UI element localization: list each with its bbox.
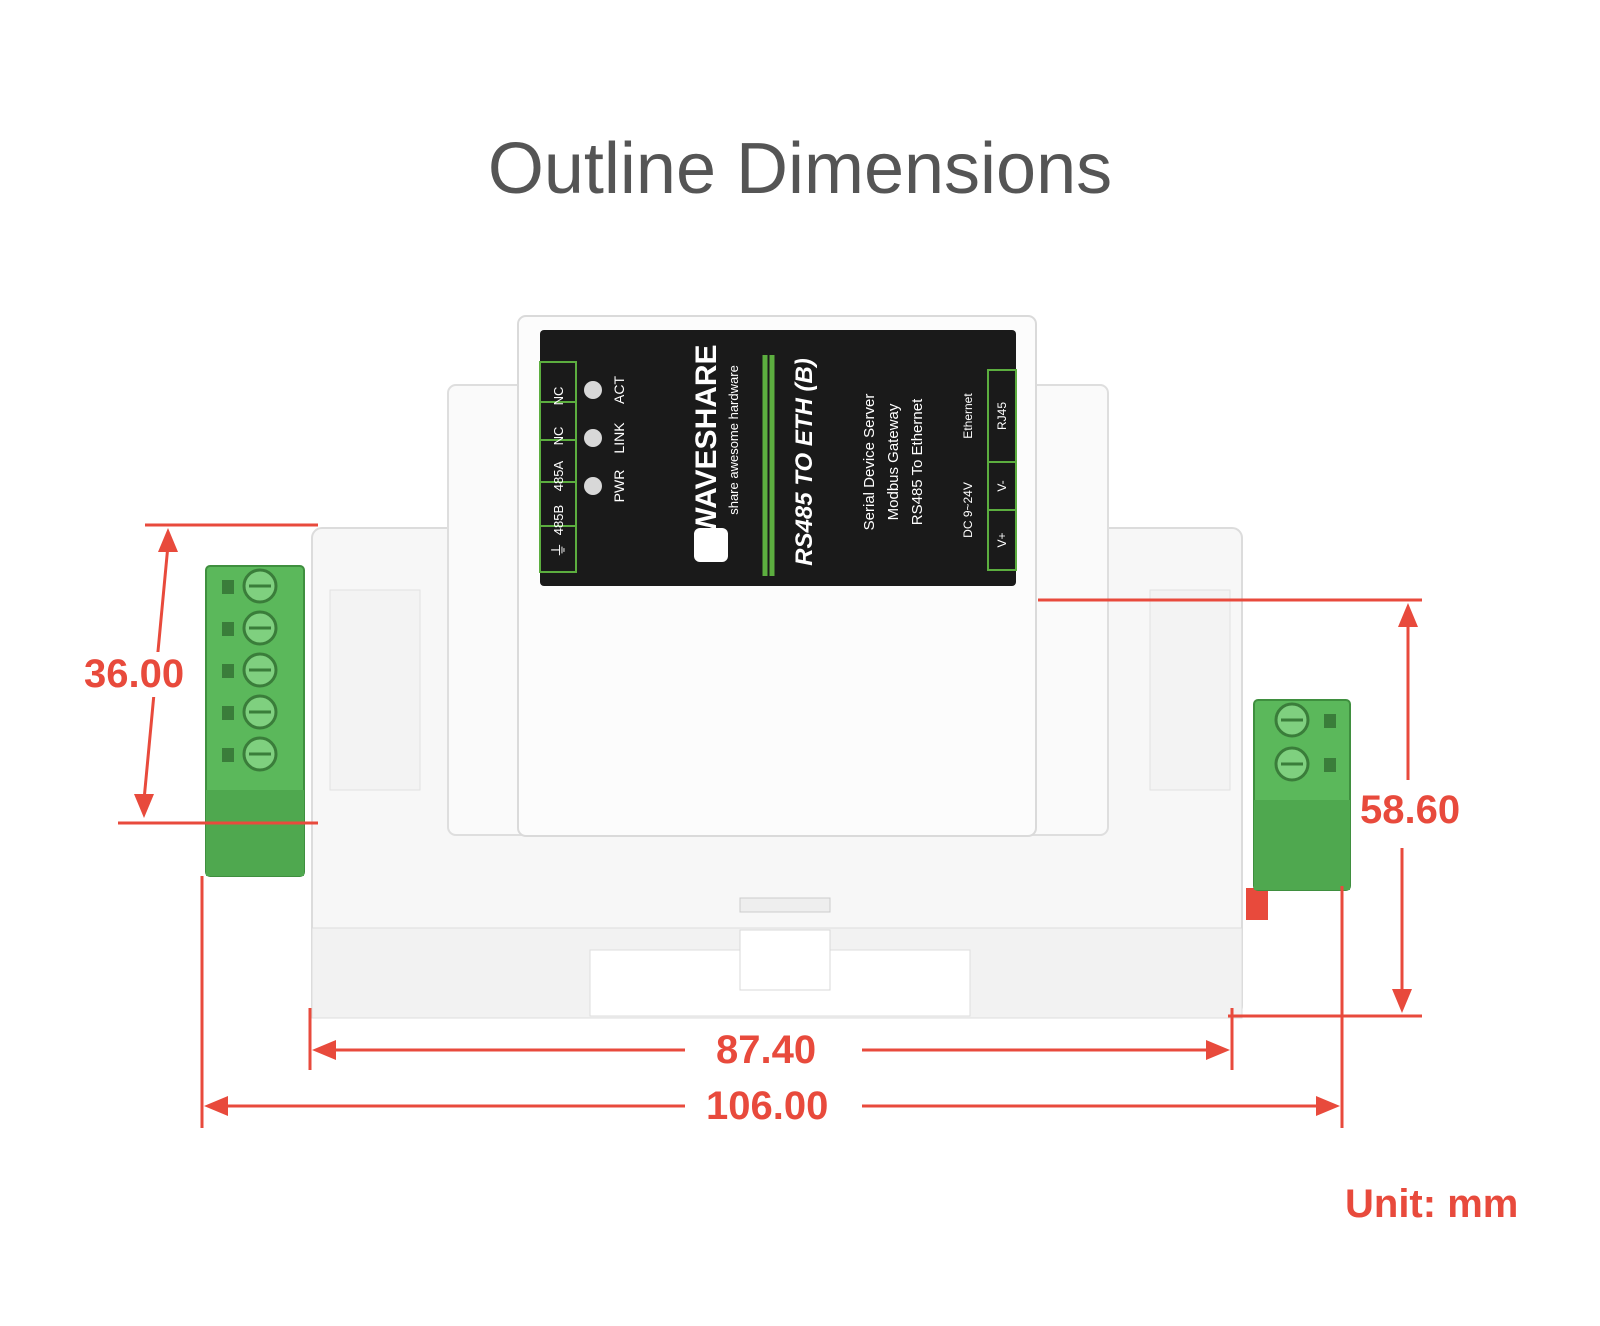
- desc-line-1: Serial Device Server: [861, 394, 878, 531]
- dimension-label-87: 87.40: [710, 1028, 823, 1073]
- arrowhead-106-left: [204, 1096, 228, 1116]
- arrowhead-58-bottom: [1392, 989, 1412, 1013]
- arrowhead-58-top: [1398, 603, 1418, 627]
- brand-name: WAVESHARE: [690, 344, 723, 535]
- pin-label-nc-1: NC: [551, 387, 566, 406]
- left-terminal-block: [205, 565, 305, 877]
- waveshare-logo-icon: [694, 528, 728, 562]
- act-led-icon: [584, 381, 602, 399]
- device-housing: [311, 315, 1243, 1019]
- unit-label: Unit: mm: [1345, 1182, 1519, 1226]
- dimension-lines: [118, 523, 1422, 1128]
- pwr-led-icon: [584, 477, 602, 495]
- pin-label-485b: 485B: [551, 505, 566, 535]
- model-name: RS485 TO ETH (B): [791, 358, 818, 566]
- pin-label-485a: 485A: [551, 460, 566, 491]
- right-terminal-block: [1246, 699, 1351, 920]
- pin-label-v-minus: V-: [995, 480, 1009, 491]
- label-ethernet: Ethernet: [961, 393, 975, 439]
- arrowhead-36-bottom: [134, 794, 154, 818]
- pin-label-v-plus: V+: [995, 532, 1009, 547]
- pin-label-nc-2: NC: [551, 427, 566, 446]
- pin-label-rj45: RJ45: [995, 402, 1009, 430]
- link-led-icon: [584, 429, 602, 447]
- dimension-label-106: 106.00: [700, 1084, 835, 1129]
- led-label-pwr: PWR: [611, 470, 627, 503]
- brand-slogan: share awesome hardware: [726, 365, 741, 515]
- dimension-label-58: 58.60: [1354, 788, 1467, 833]
- dimension-label-36: 36.00: [78, 652, 191, 697]
- arrowhead-87-right: [1206, 1040, 1230, 1060]
- arrowhead-87-left: [312, 1040, 336, 1060]
- led-label-act: ACT: [611, 376, 627, 404]
- led-label-link: LINK: [611, 422, 627, 454]
- page-title: Outline Dimensions: [487, 129, 1113, 209]
- desc-line-3: RS485 To Ethernet: [909, 398, 926, 525]
- arrowhead-106-right: [1316, 1096, 1340, 1116]
- ground-icon: ⏚: [550, 542, 568, 558]
- device-label-panel: NC NC 485A 485B ⏚ ACT LINK PWR WAVESHARE…: [539, 330, 1017, 586]
- desc-line-2: Modbus Gateway: [885, 403, 902, 520]
- label-dc-input: DC 9~24V: [961, 482, 975, 538]
- arrowhead-36-top: [158, 528, 178, 552]
